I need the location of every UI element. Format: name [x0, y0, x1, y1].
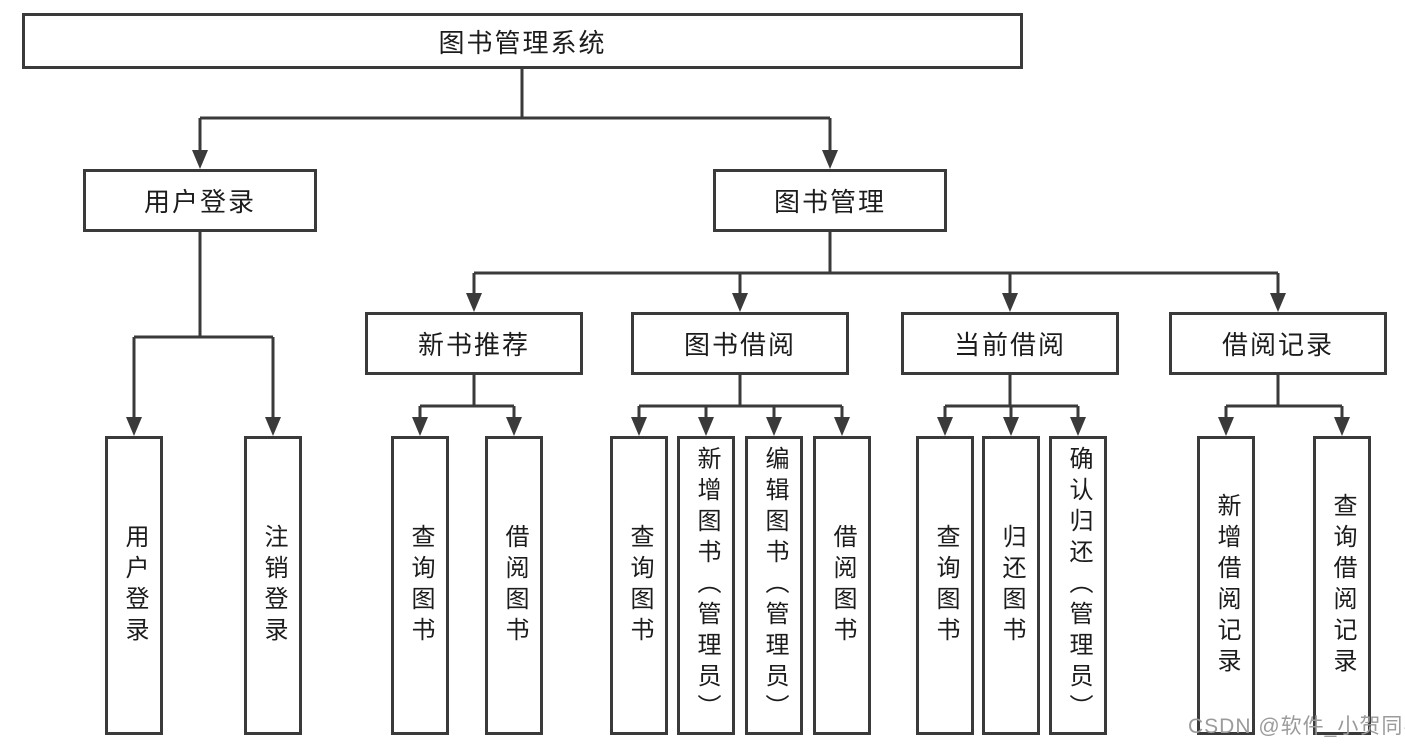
connector-new-book-recommend-to-leaves — [418, 375, 516, 419]
connector-user-login-to-leaves — [132, 232, 275, 419]
leaf-borrow-books: 借阅图书 — [813, 436, 871, 735]
leaf-borrow-books-recommend: 借阅图书 — [485, 436, 543, 735]
connector-book-borrow-to-leaves — [637, 375, 844, 419]
node-borrow-records: 借阅记录 — [1169, 312, 1387, 375]
node-library-management-system: 图书管理系统 — [22, 13, 1023, 69]
node-book-management: 图书管理 — [713, 169, 947, 232]
leaf-add-book-admin: 新增图书（管理员） — [677, 436, 735, 735]
connector-book-management-to-level2 — [472, 232, 1280, 295]
node-book-borrow: 图书借阅 — [631, 312, 849, 375]
watermark-text: CSDN @软件_小贺同学 — [1188, 715, 1405, 738]
leaf-user-login: 用户登录 — [105, 436, 163, 735]
arrowheads — [126, 150, 1350, 436]
connector-borrow-records-to-leaves — [1224, 375, 1344, 419]
leaf-query-books-recommend: 查询图书 — [391, 436, 449, 735]
leaf-query-borrow-record: 查询借阅记录 — [1313, 436, 1371, 735]
leaf-query-books-borrow: 查询图书 — [610, 436, 668, 735]
connector-current-borrow-to-leaves — [943, 375, 1080, 419]
leaf-return-books: 归还图书 — [982, 436, 1040, 735]
leaf-query-books-current: 查询图书 — [916, 436, 974, 735]
leaf-edit-book-admin: 编辑图书（管理员） — [745, 436, 803, 735]
node-new-book-recommend: 新书推荐 — [365, 312, 583, 375]
node-user-login: 用户登录 — [83, 169, 317, 232]
connector-root-to-level1 — [198, 69, 832, 152]
node-current-borrow: 当前借阅 — [901, 312, 1119, 375]
leaf-logout: 注销登录 — [244, 436, 302, 735]
leaf-confirm-return-admin: 确认归还（管理员） — [1049, 436, 1107, 735]
leaf-add-borrow-record: 新增借阅记录 — [1197, 436, 1255, 735]
